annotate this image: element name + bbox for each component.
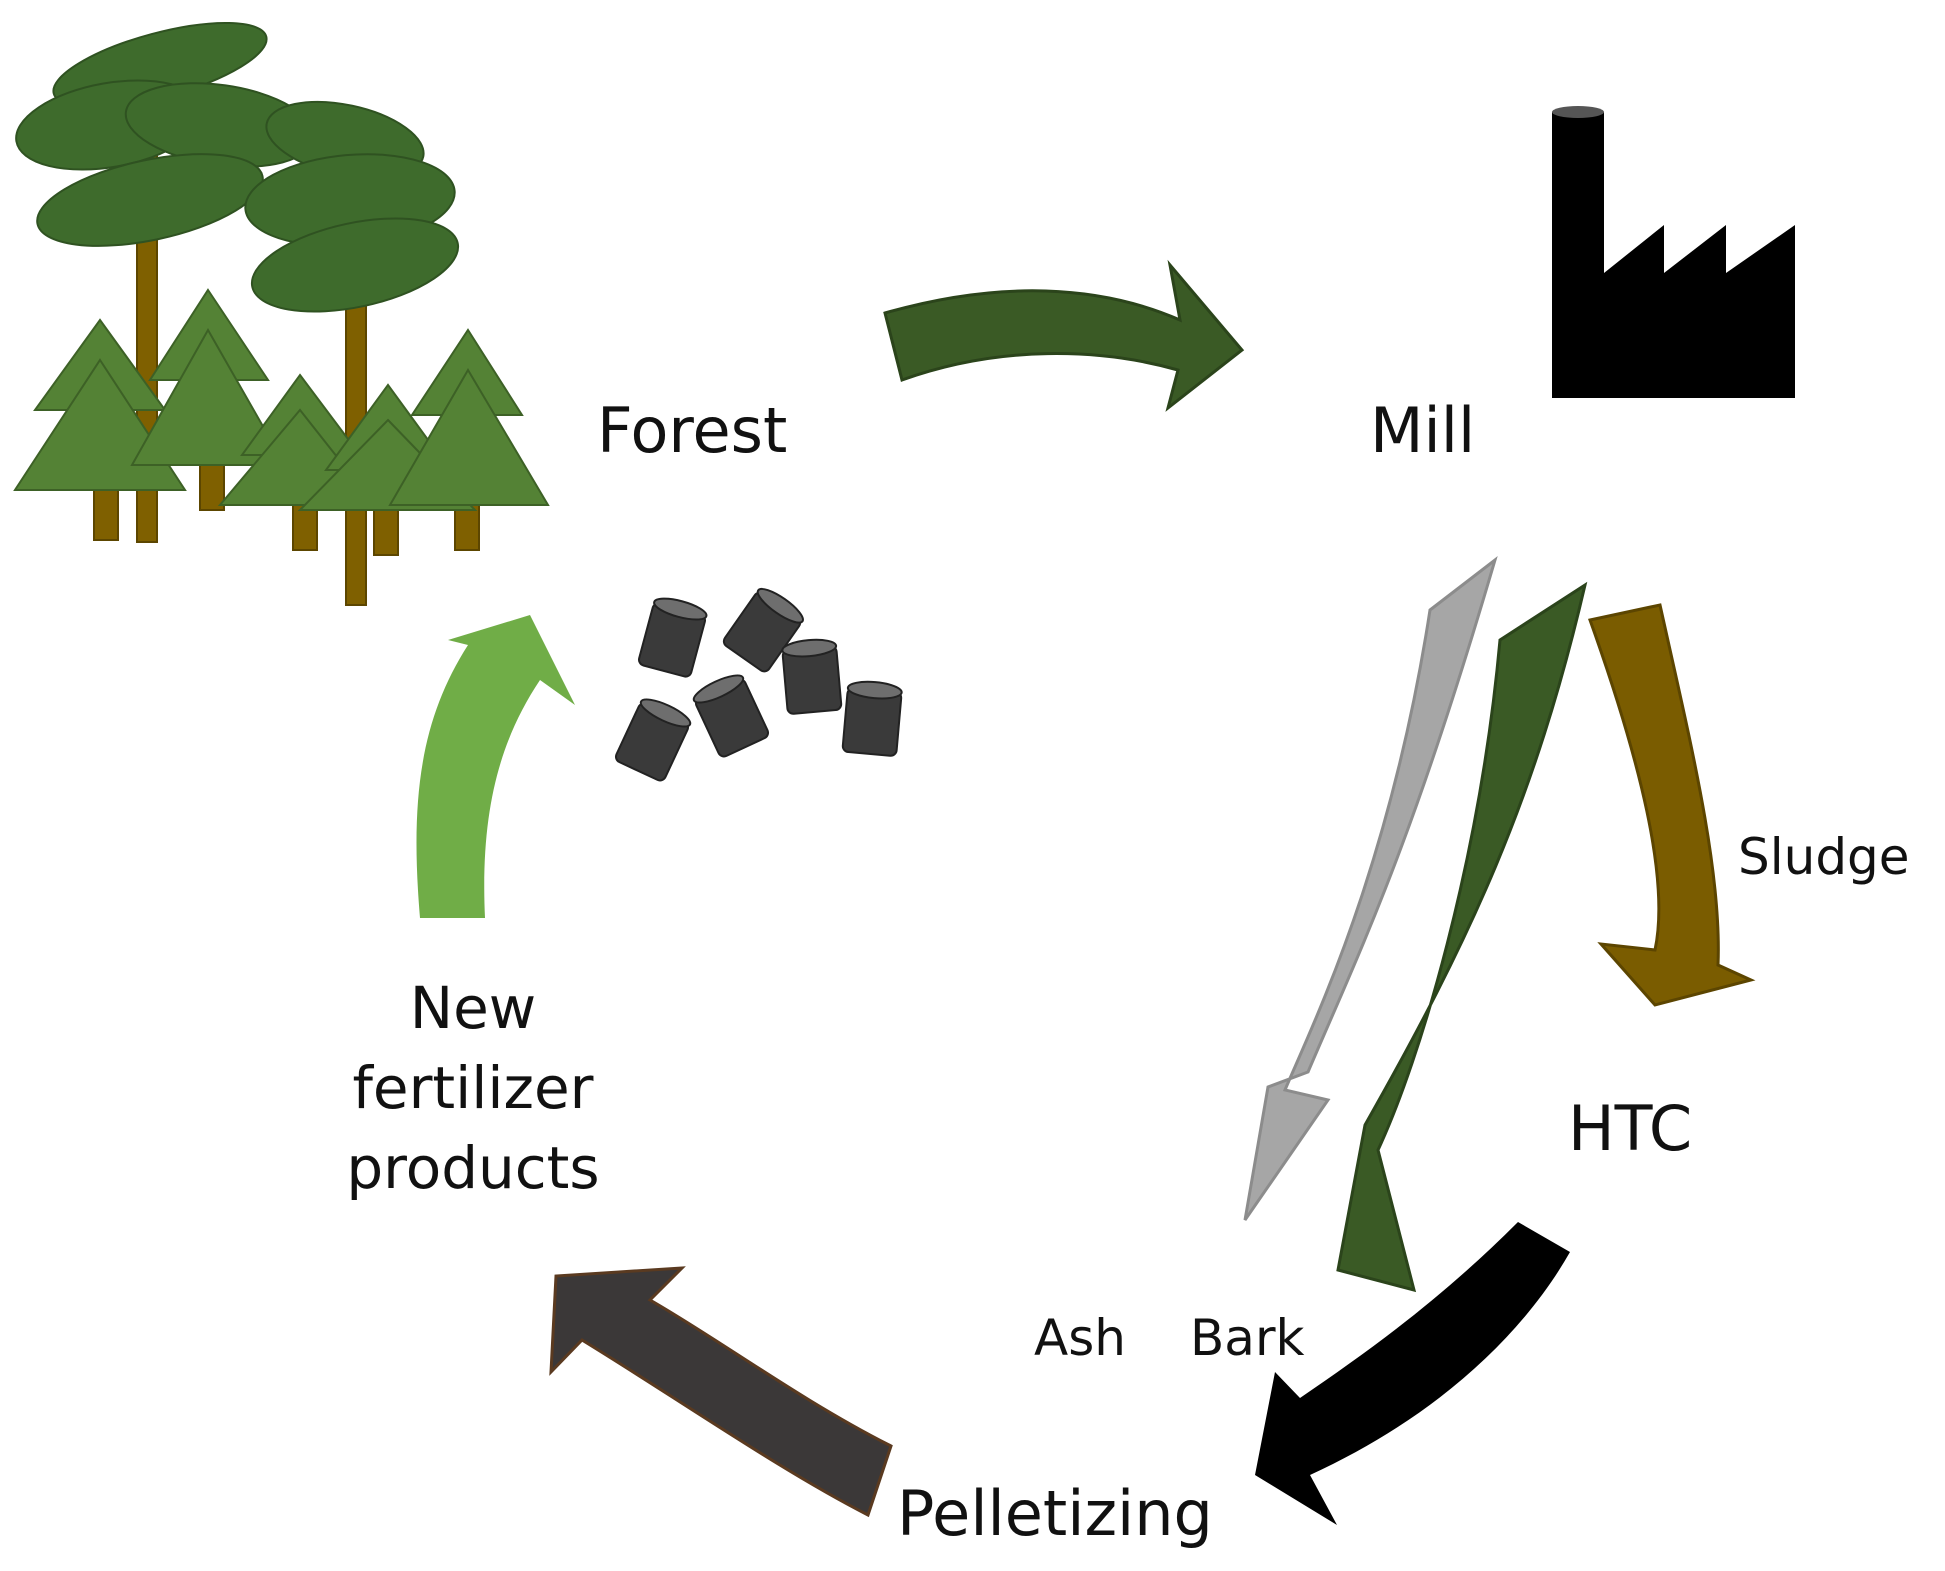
- spruce-tree-icon: [388, 328, 550, 506]
- fertilizer-to-forest-arrow: [416, 615, 575, 918]
- pellet-icon: [637, 597, 708, 678]
- pellets-icon: [614, 587, 903, 782]
- pelletizing-label: Pelletizing: [897, 1477, 1213, 1550]
- htc-to-pelletizing-arrow: [1255, 1222, 1570, 1525]
- new-fertilizer-label-line3: products: [346, 1134, 599, 1202]
- forest-icon: [13, 21, 550, 606]
- ash-label: Ash: [1034, 1309, 1126, 1367]
- forest-label: Forest: [597, 394, 787, 467]
- pellet-icon: [614, 698, 692, 782]
- pelletizing-to-fertilizer-arrow: [549, 1266, 893, 1518]
- pellet-icon: [692, 674, 770, 758]
- sludge-arrow: [1588, 603, 1756, 1007]
- forest-to-mill-arrow: [883, 259, 1245, 412]
- bark-arrow: [1336, 581, 1588, 1293]
- pellet-icon: [841, 680, 903, 757]
- new-fertilizer-label-line2: fertilizer: [352, 1054, 593, 1122]
- new-fertilizer-label-line1: New: [410, 974, 537, 1042]
- pellet-icon: [781, 638, 843, 715]
- spruce-tree-icon: [130, 288, 287, 466]
- sludge-label: Sludge: [1738, 828, 1910, 886]
- ash-arrow: [1243, 556, 1498, 1221]
- htc-label: HTC: [1568, 1092, 1692, 1165]
- factory-icon: [1552, 106, 1795, 398]
- bark-label: Bark: [1190, 1309, 1304, 1367]
- mill-label: Mill: [1370, 394, 1475, 467]
